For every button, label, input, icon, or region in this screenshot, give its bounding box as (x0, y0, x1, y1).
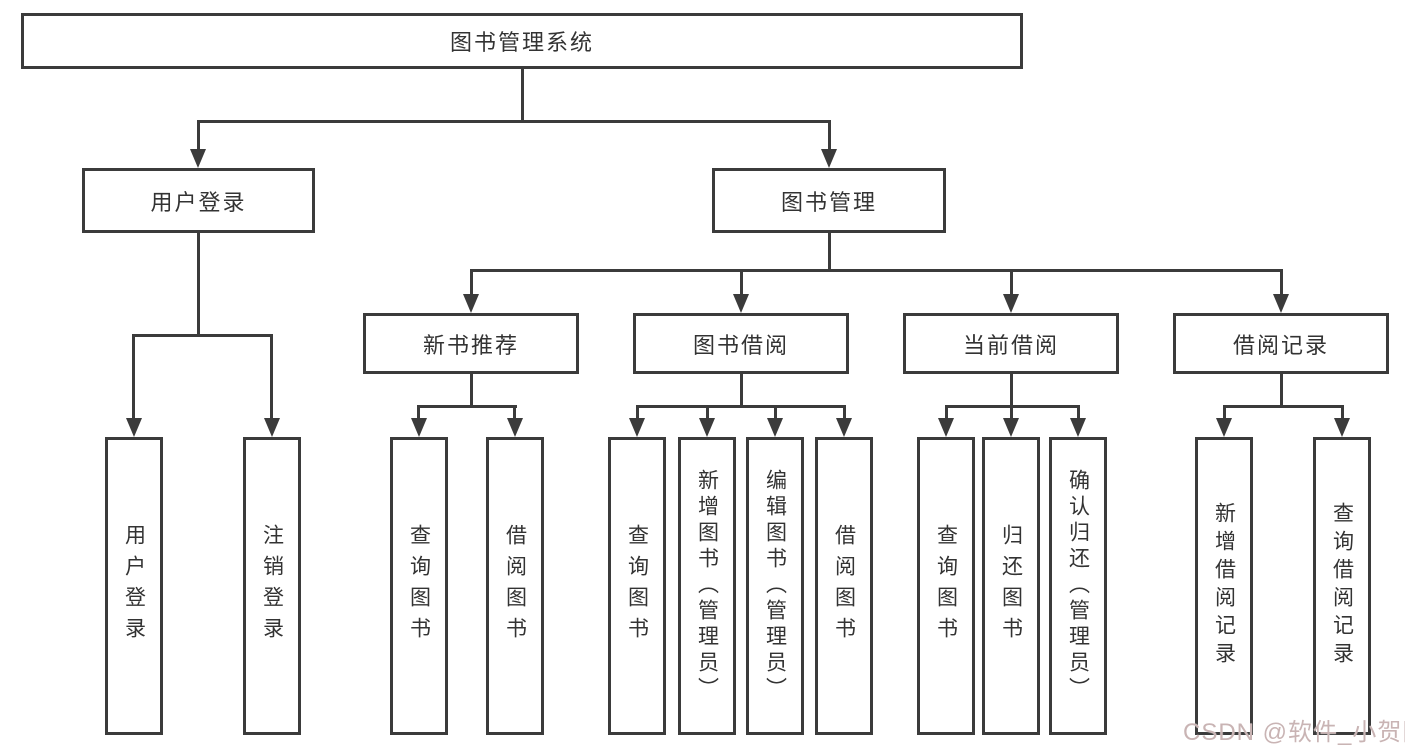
node-borrow-edit-label: 编辑图书（管理员） (763, 469, 787, 703)
node-new-borrow-label: 借阅图书 (503, 524, 527, 648)
node-borrowing: 图书借阅 (633, 313, 849, 374)
node-current-query: 查询图书 (917, 437, 975, 735)
node-record-add: 新增借阅记录 (1195, 437, 1253, 735)
connector-line (470, 269, 1283, 272)
node-login: 用户登录 (82, 168, 315, 233)
arrowhead-down-icon (190, 149, 206, 168)
arrowhead-down-icon (1070, 418, 1086, 437)
connector-line (197, 120, 830, 123)
connector-line (843, 405, 846, 418)
node-borrowing-label: 图书借阅 (692, 332, 789, 358)
connector-line (417, 405, 420, 418)
connector-line (828, 233, 831, 270)
node-record-query-label: 查询借阅记录 (1330, 502, 1354, 670)
connector-line (513, 405, 516, 418)
connector-line (1010, 269, 1013, 294)
node-borrow-query-label: 查询图书 (625, 524, 649, 648)
connector-line (1223, 405, 1226, 418)
connector-line (470, 374, 473, 406)
node-borrow-do-label: 借阅图书 (832, 524, 856, 648)
node-login-logout-label: 注销登录 (260, 524, 284, 648)
arrowhead-down-icon (264, 418, 280, 437)
arrowhead-down-icon (507, 418, 523, 437)
node-new-books: 新书推荐 (363, 313, 579, 374)
node-borrow-add-label: 新增图书（管理员） (695, 469, 719, 703)
arrowhead-down-icon (938, 418, 954, 437)
node-new-borrow: 借阅图书 (486, 437, 544, 735)
node-current-return-label: 归还图书 (999, 524, 1023, 648)
node-current-label: 当前借阅 (962, 332, 1059, 358)
node-record-add-label: 新增借阅记录 (1212, 502, 1236, 670)
arrowhead-down-icon (629, 418, 645, 437)
node-current-query-label: 查询图书 (934, 524, 958, 648)
connector-line (706, 405, 709, 418)
connector-line (1010, 374, 1013, 406)
connector-line (1010, 405, 1013, 418)
connector-line (1280, 269, 1283, 294)
arrowhead-down-icon (463, 294, 479, 313)
arrowhead-down-icon (836, 418, 852, 437)
arrowhead-down-icon (821, 149, 837, 168)
node-new-query: 查询图书 (390, 437, 448, 735)
connector-line (740, 374, 743, 406)
node-new-query-label: 查询图书 (407, 524, 431, 648)
connector-line (1223, 405, 1344, 408)
connector-line (774, 405, 777, 418)
node-current-return: 归还图书 (982, 437, 1040, 735)
node-login-label: 用户登录 (150, 189, 247, 215)
connector-line (636, 405, 639, 418)
node-current: 当前借阅 (903, 313, 1119, 374)
node-records: 借阅记录 (1173, 313, 1389, 374)
node-record-query: 查询借阅记录 (1313, 437, 1371, 735)
arrowhead-down-icon (699, 418, 715, 437)
arrowhead-down-icon (767, 418, 783, 437)
connector-line (417, 405, 517, 408)
node-login-user: 用户登录 (105, 437, 163, 735)
connector-line (945, 405, 948, 418)
connector-line (270, 334, 273, 418)
arrowhead-down-icon (1003, 418, 1019, 437)
connector-line (470, 269, 473, 294)
connector-line (740, 269, 743, 294)
connector-line (521, 69, 524, 121)
arrowhead-down-icon (411, 418, 427, 437)
arrowhead-down-icon (1273, 294, 1289, 313)
connector-line (1341, 405, 1344, 418)
node-root-label: 图书管理系统 (449, 30, 594, 55)
connector-line (132, 334, 135, 418)
connector-line (132, 334, 273, 337)
connector-line (1077, 405, 1080, 418)
node-book-management-label: 图书管理 (780, 189, 877, 215)
node-current-confirm: 确认归还（管理员） (1049, 437, 1107, 735)
connector-line (828, 120, 831, 149)
arrowhead-down-icon (1003, 294, 1019, 313)
node-records-label: 借阅记录 (1232, 332, 1329, 358)
connector-line (197, 120, 200, 149)
node-borrow-query: 查询图书 (608, 437, 666, 735)
node-new-books-label: 新书推荐 (422, 332, 519, 358)
node-login-logout: 注销登录 (243, 437, 301, 735)
node-borrow-do: 借阅图书 (815, 437, 873, 735)
arrowhead-down-icon (733, 294, 749, 313)
node-borrow-edit: 编辑图书（管理员） (746, 437, 804, 735)
node-borrow-add: 新增图书（管理员） (678, 437, 736, 735)
node-root: 图书管理系统 (21, 13, 1023, 69)
arrowhead-down-icon (1216, 418, 1232, 437)
connector-line (636, 405, 846, 408)
node-book-management: 图书管理 (712, 168, 946, 233)
arrowhead-down-icon (126, 418, 142, 437)
watermark-text: CSDN @软件_小贺同学 (1183, 719, 1405, 746)
arrowhead-down-icon (1334, 418, 1350, 437)
connector-line (1280, 374, 1283, 406)
connector-line (197, 233, 200, 335)
node-current-confirm-label: 确认归还（管理员） (1066, 469, 1090, 703)
node-login-user-label: 用户登录 (122, 524, 146, 648)
